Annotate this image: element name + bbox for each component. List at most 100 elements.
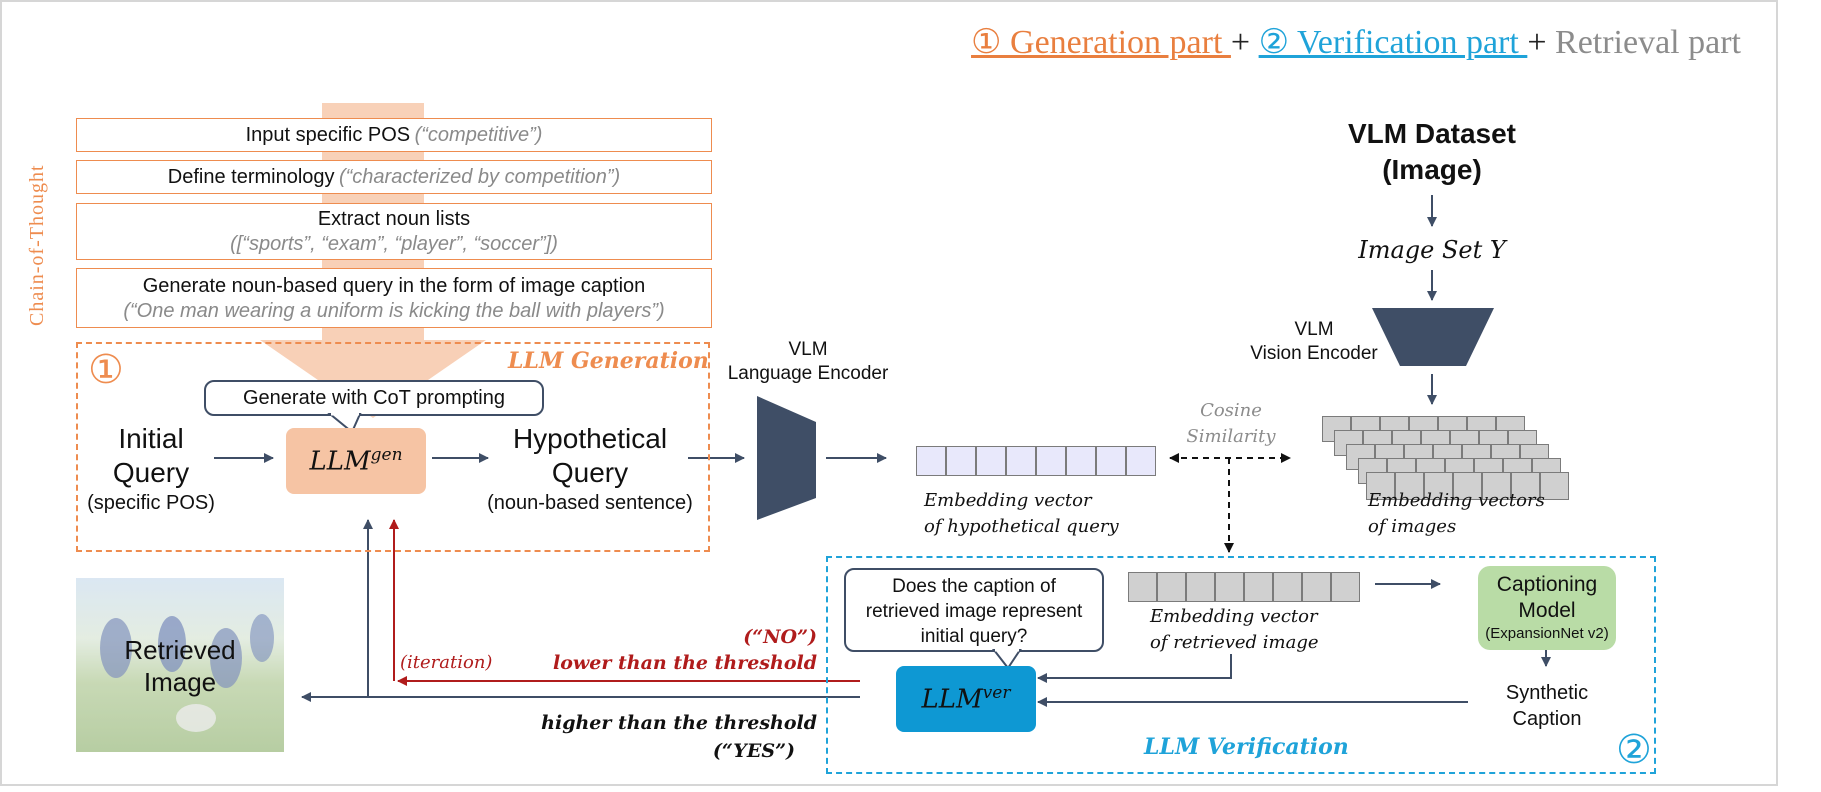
header-retrieval-part: Retrieval part <box>1555 24 1741 61</box>
initial-query-line1: Initial <box>118 423 184 454</box>
llm-ver-base: LLM <box>921 684 983 715</box>
cot-step-4: Generate noun-based query in the form of… <box>76 268 712 328</box>
header-plus-2: + <box>1527 24 1556 61</box>
decision-no: (“NO”) <box>743 626 817 648</box>
llm-ver-label: LLMver <box>922 683 1011 715</box>
retrieved-embedding-line2: of retrieved image <box>1150 632 1319 653</box>
retrieved-embedding-cell <box>1186 572 1215 602</box>
decision-lower: lower than the threshold <box>553 652 817 674</box>
language-encoder-line1: VLM <box>788 339 828 360</box>
hyp-line1: Hypothetical <box>512 423 668 454</box>
retrieved-embedding-cell <box>1331 572 1360 602</box>
verification-title: LLM Verification <box>1144 734 1349 760</box>
captioning-sub: (ExpansionNet v2) <box>1485 625 1609 642</box>
vision-encoder-line2: Vision Encoder <box>1250 343 1378 364</box>
vlm-dataset-line2: (Image) <box>1382 154 1482 185</box>
image-set-label: Image Set Y <box>1358 236 1506 264</box>
llm-ver-box: LLMver <box>896 666 1036 732</box>
hyp-embedding-line2: of hypothetical query <box>924 516 1119 537</box>
captioning-line1: Captioning <box>1496 573 1598 596</box>
generation-title: LLM Generation <box>508 348 709 374</box>
decision-iteration: (iteration) <box>400 652 493 673</box>
initial-query-sub: (specific POS) <box>87 492 215 514</box>
retrieved-embedding-cell <box>1215 572 1244 602</box>
retrieved-embedding-cell <box>1273 572 1302 602</box>
retrieved-image-photo <box>76 578 284 752</box>
hyp-embedding-line1: Embedding vector <box>924 490 1092 511</box>
hyp-embedding-cell <box>1006 446 1036 476</box>
retrieved-embedding-label: Embedding vector of retrieved image <box>1150 604 1319 656</box>
language-encoder-label: VLM Language Encoder <box>712 338 904 386</box>
captioning-model-box: Captioning Model (ExpansionNet v2) <box>1478 566 1616 650</box>
generation-callout: Generate with CoT prompting <box>204 380 544 416</box>
initial-query-line2: Query <box>112 457 190 488</box>
hyp-embedding-cell <box>1036 446 1066 476</box>
synthetic-caption: Synthetic Caption <box>1484 680 1610 732</box>
generation-number: ① <box>88 347 124 392</box>
retrieved-embedding-vector <box>1128 572 1360 602</box>
initial-query: Initial Query (specific POS) <box>78 422 224 516</box>
hyp-embedding-cell <box>1096 446 1126 476</box>
verification-callout: Does the caption of retrieved image repr… <box>844 568 1104 652</box>
header-generation-part: ① Generation part <box>971 24 1231 61</box>
image-embedding-label: Embedding vectors of images <box>1368 488 1545 540</box>
header-legend: ① Generation part + ② Verification part … <box>971 22 1741 62</box>
hypothetical-query: Hypothetical Query (noun-based sentence) <box>470 422 710 516</box>
retrieved-embedding-cell <box>1244 572 1273 602</box>
retrieved-embedding-cell <box>1157 572 1186 602</box>
cot-step-4-example: (“One man wearing a uniform is kicking t… <box>123 300 665 322</box>
retrieved-embedding-cell <box>1302 572 1331 602</box>
retrieved-embedding-cell <box>1128 572 1157 602</box>
llm-verification-region <box>826 556 1656 774</box>
synthetic-line1: Synthetic <box>1505 682 1589 704</box>
synthetic-line2: Caption <box>1512 708 1582 730</box>
cot-step-3-example: ([“sports”, “exam”, “player”, “soccer”]) <box>230 233 558 255</box>
decision-higher: higher than the threshold <box>541 712 817 734</box>
hyp-embedding-cell <box>1126 446 1156 476</box>
header-verification-part: ② Verification part <box>1258 24 1528 61</box>
llm-gen-base: LLM <box>309 446 371 477</box>
image-embedding-line2: of images <box>1368 516 1457 537</box>
llm-gen-sup: gen <box>370 445 403 466</box>
retrieved-embedding-line1: Embedding vector <box>1150 606 1318 627</box>
llm-ver-sup: ver <box>982 683 1011 704</box>
llm-gen-label: LLMgen <box>309 445 402 477</box>
captioning-line2: Model <box>1518 599 1576 622</box>
retrieved-line1: Retrieved <box>124 635 236 665</box>
hyp-line2: Query <box>551 457 629 488</box>
llm-generation-region <box>76 342 710 552</box>
vlm-dataset-label: VLM Dataset (Image) <box>1332 116 1532 188</box>
cot-step-3: Extract noun lists ([“sports”, “exam”, “… <box>76 203 712 260</box>
image-embedding-row <box>1366 472 1569 500</box>
retrieved-line2: Image <box>143 667 217 697</box>
cot-step-2-main: Define terminology <box>167 166 335 188</box>
decision-yes: (“YES”) <box>712 740 795 762</box>
hyp-embedding-cell <box>946 446 976 476</box>
cot-step-1-main: Input specific POS <box>245 124 411 146</box>
cot-step-1: Input specific POS (“competitive”) <box>76 118 712 152</box>
hyp-sub: (noun-based sentence) <box>487 492 693 514</box>
cosine-similarity-label: Cosine Similarity <box>1176 398 1286 450</box>
hyp-embedding-vector <box>916 446 1156 476</box>
language-encoder-shape <box>757 396 816 520</box>
cot-step-4-main: Generate noun-based query in the form of… <box>142 275 646 297</box>
language-encoder-line2: Language Encoder <box>727 363 889 384</box>
image-embedding-line1: Embedding vectors <box>1368 490 1545 511</box>
cosine-line1: Cosine <box>1200 400 1262 421</box>
vision-encoder-line1: VLM <box>1294 319 1334 340</box>
vlm-dataset-line1: VLM Dataset <box>1347 118 1517 149</box>
retrieved-image-label: Retrieved Image <box>96 634 264 698</box>
hyp-embedding-cell <box>916 446 946 476</box>
cosine-line2: Similarity <box>1186 426 1276 447</box>
hyp-embedding-cell <box>976 446 1006 476</box>
header-plus-1: + <box>1230 24 1259 61</box>
cot-step-1-example: (“competitive”) <box>414 124 543 146</box>
vision-encoder-shape <box>1372 308 1494 366</box>
players-illustration <box>100 614 274 732</box>
hyp-embedding-label: Embedding vector of hypothetical query <box>924 488 1119 540</box>
arrow-embedding-to-llmver <box>1037 654 1232 683</box>
cot-step-2: Define terminology (“characterized by co… <box>76 160 712 194</box>
cot-step-3-main: Extract noun lists <box>317 208 471 230</box>
